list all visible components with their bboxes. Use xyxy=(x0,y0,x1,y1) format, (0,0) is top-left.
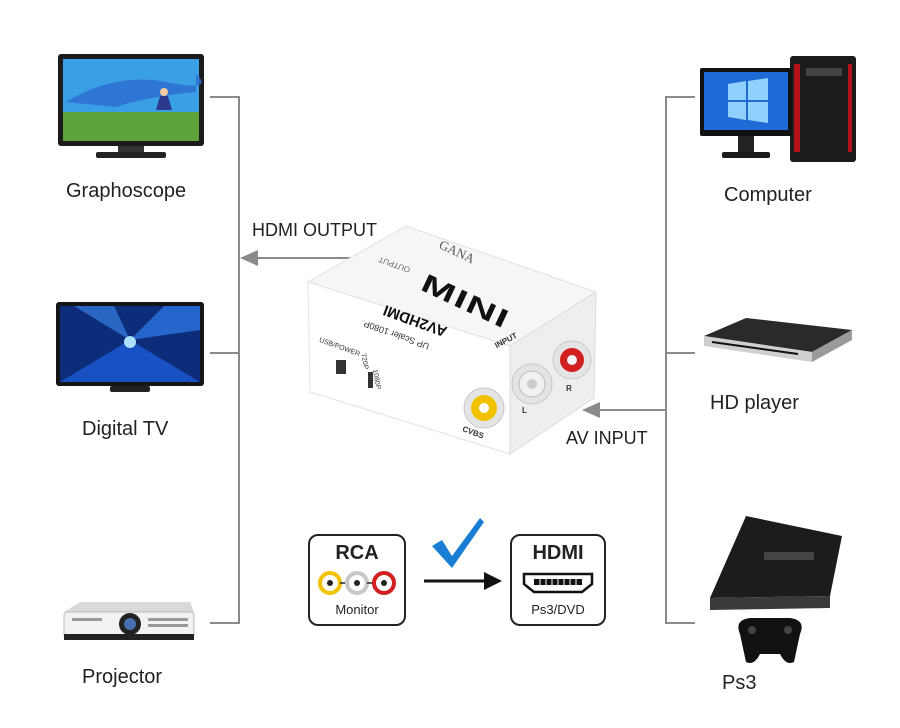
hdmi-title: HDMI xyxy=(532,542,584,564)
projector-label: Projector xyxy=(82,666,163,688)
converter-port-l: L xyxy=(522,406,527,415)
hd-player-icon xyxy=(704,318,852,362)
right-bus-line xyxy=(665,96,667,624)
rca-badge: RCA Monitor xyxy=(308,534,406,626)
hdmi-badge: HDMI Ps3/DVD xyxy=(510,534,606,626)
av-input-label: AV INPUT xyxy=(566,428,648,448)
left-tick-top xyxy=(210,96,240,98)
conversion-arrow xyxy=(424,572,502,590)
av-input-arrow xyxy=(582,402,666,418)
rca-subtitle: Monitor xyxy=(335,602,379,617)
right-tick-bottom xyxy=(665,622,695,624)
projector-icon xyxy=(63,602,195,640)
hd-player-label: HD player xyxy=(710,392,799,414)
digital-tv-icon xyxy=(56,302,204,392)
ps3-label: Ps3 xyxy=(722,672,757,694)
computer-label: Computer xyxy=(724,184,812,206)
rca-title: RCA xyxy=(335,542,379,564)
ps3-console-icon xyxy=(710,516,842,663)
left-tick-bottom xyxy=(210,622,240,624)
av2hdmi-converter-box xyxy=(306,225,598,455)
digital-tv-label: Digital TV xyxy=(82,418,169,440)
rca-connectors-icon xyxy=(318,571,396,595)
check-mark-icon xyxy=(432,518,484,568)
right-tick-top xyxy=(665,96,695,98)
left-tick-mid xyxy=(210,352,240,354)
left-bus-line xyxy=(238,96,240,624)
hdmi-connector-icon xyxy=(522,572,594,594)
hdmi-subtitle: Ps3/DVD xyxy=(531,602,585,617)
right-tick-mid xyxy=(665,352,695,354)
hdmi-output-label: HDMI OUTPUT xyxy=(252,220,377,240)
graphoscope-tv-icon xyxy=(58,54,204,158)
converter-port-r: R xyxy=(566,384,572,393)
computer-icon xyxy=(700,56,856,162)
graphoscope-label: Graphoscope xyxy=(66,180,187,202)
